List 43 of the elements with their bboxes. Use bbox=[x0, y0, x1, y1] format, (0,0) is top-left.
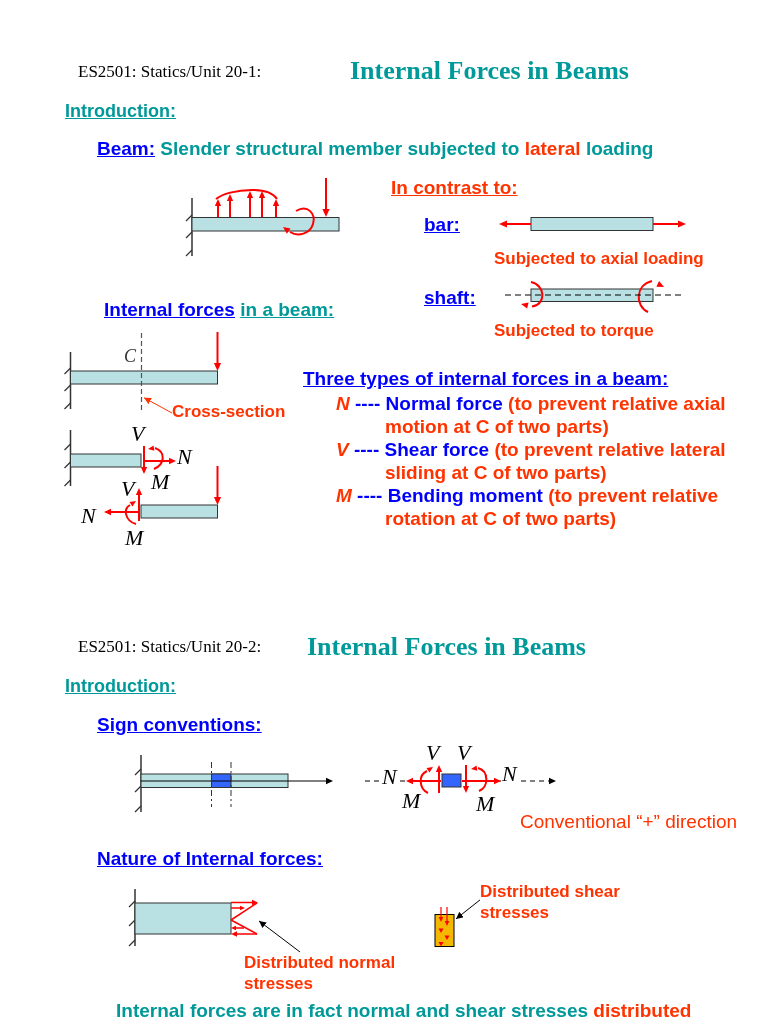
term-label: shaft: bbox=[424, 287, 476, 309]
summary-sentence: Internal forces are in fact normal and shear stresses distributed bbox=[116, 1000, 692, 1022]
normal-force-label: N bbox=[382, 766, 397, 788]
bending-moment-label: M bbox=[476, 793, 495, 815]
shear-force-label: V bbox=[426, 742, 440, 764]
bending-moment-label: M bbox=[125, 527, 144, 549]
caption-text: Conventional “+” direction bbox=[520, 811, 738, 833]
stress-distribution-drawing bbox=[229, 897, 259, 939]
normal-force-label: N bbox=[502, 763, 517, 785]
section-heading: Internal forces in a beam: bbox=[104, 299, 335, 321]
force-definition: M ---- Bending moment (to prevent relative rotation at C of two parts) bbox=[336, 484, 720, 530]
stress-element-drawing bbox=[433, 906, 456, 949]
slide-header: ES2501: Statics/Unit 20-2: bbox=[78, 637, 262, 657]
callout-label: Cross-section bbox=[172, 402, 288, 422]
normal-force-label: N bbox=[177, 446, 192, 468]
shear-force-label: V bbox=[121, 478, 135, 500]
slide-title: Internal Forces in Beams bbox=[350, 56, 629, 87]
bending-moment-label: M bbox=[402, 790, 421, 812]
section-point-label: C bbox=[124, 347, 136, 365]
normal-force-label: N bbox=[81, 505, 96, 527]
callout-label: Distributed normal stresses bbox=[244, 952, 404, 994]
callout-label: Distributed shear stresses bbox=[480, 881, 632, 923]
leader-arrow bbox=[258, 920, 301, 953]
caption-text: Subjected to torque bbox=[494, 321, 654, 341]
section-heading: Introduction: bbox=[65, 675, 176, 697]
force-definition: V ---- Shear force (to prevent relative lateral sliding at C of two parts) bbox=[336, 438, 727, 484]
section-heading: Nature of Internal forces: bbox=[97, 848, 323, 870]
shear-force-label: V bbox=[457, 742, 471, 764]
force-definition: N ---- Normal force (to prevent relative axial motion at C of two parts) bbox=[336, 392, 727, 438]
section-heading: In contrast to: bbox=[391, 177, 518, 199]
leader-arrow bbox=[143, 397, 173, 414]
definition-sentence: Beam: Slender structural member subjected to lateral loading bbox=[97, 138, 654, 160]
bending-moment-label: M bbox=[151, 471, 170, 493]
slide-header: ES2501: Statics/Unit 20-1: bbox=[78, 62, 262, 82]
leader-arrow bbox=[455, 899, 481, 920]
section-heading: Sign conventions: bbox=[97, 714, 262, 736]
term-label: bar: bbox=[424, 214, 460, 236]
section-heading: Introduction: bbox=[65, 100, 176, 122]
caption-text: Subjected to axial loading bbox=[494, 249, 704, 269]
slide-title: Internal Forces in Beams bbox=[307, 632, 586, 663]
section-cut-line bbox=[139, 333, 144, 411]
section-heading: Three types of internal forces in a beam: bbox=[303, 368, 669, 390]
shear-force-label: V bbox=[131, 423, 145, 445]
